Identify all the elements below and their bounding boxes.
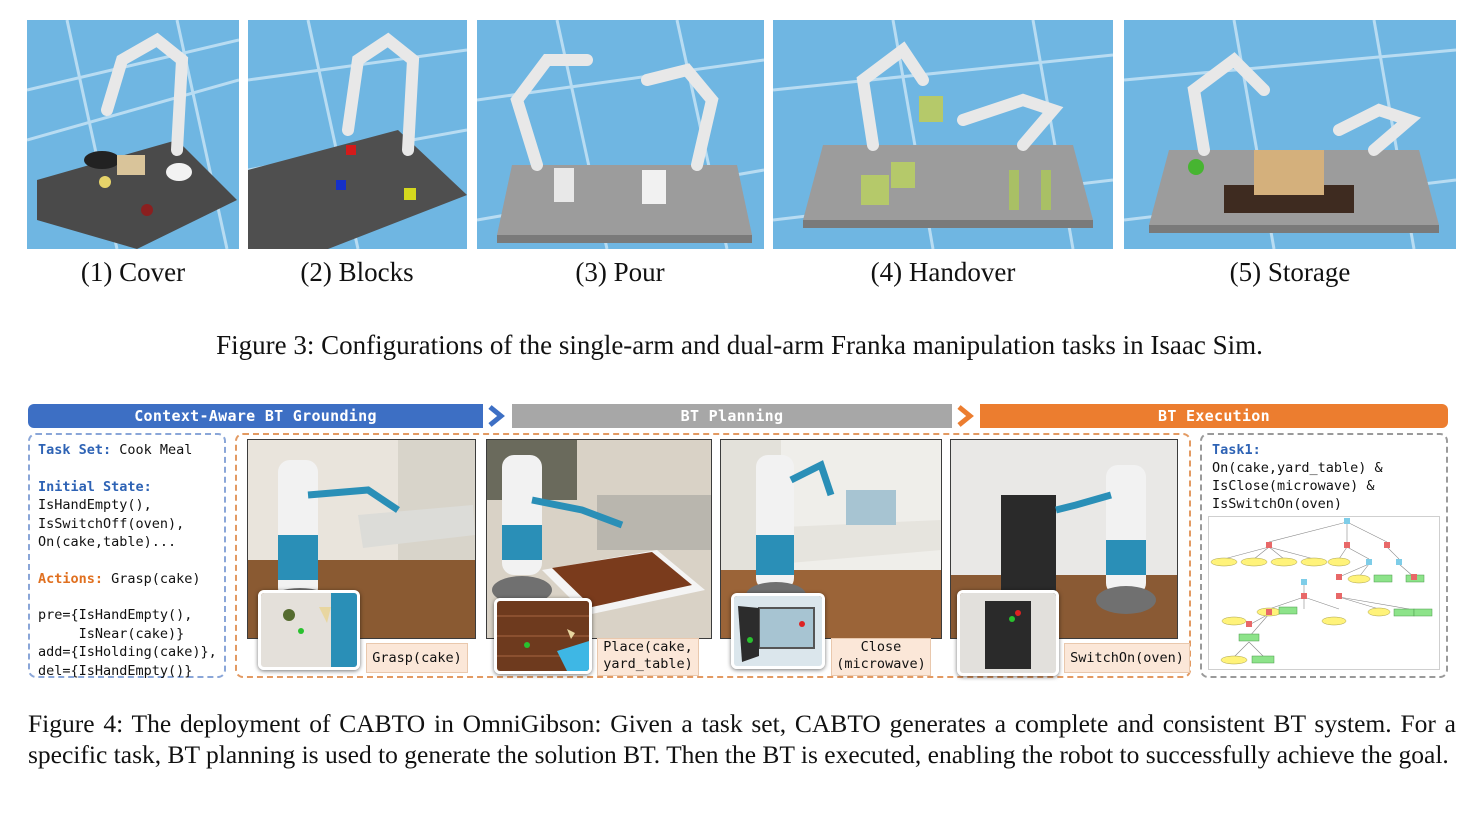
initial-state-line: IsHandEmpty(),: [38, 497, 152, 513]
actions-line: Actions: Grasp(cake): [38, 570, 224, 589]
action-label-close: Close (microwave): [831, 638, 931, 676]
place-inset: [494, 598, 592, 674]
subcaption-cover: (1) Cover: [80, 257, 186, 287]
grasp-inset: [258, 590, 360, 670]
execution-scenes-box: [235, 433, 1191, 678]
effect-line: add={IsHolding(cake)},: [38, 644, 217, 660]
chevron-right-icon: [488, 405, 505, 427]
effect-line: del={IsHandEmpty()}: [38, 662, 193, 679]
blocks-task-image: [248, 20, 467, 249]
task1-label: Task1:: [1212, 442, 1261, 458]
action-label-switchon: SwitchOn(oven): [1064, 643, 1190, 673]
action-label-place: Place(cake, yard_table): [597, 638, 699, 676]
task-set-line: Task Set: Cook Meal: [38, 441, 224, 460]
goal-line: IsClose(microwave) &: [1212, 478, 1375, 494]
actions-label: Actions:: [38, 570, 104, 587]
subcaption-blocks: (2) Blocks: [300, 257, 414, 287]
execution-banner: BT Execution: [980, 404, 1448, 428]
initial-state-label: Initial State:: [38, 478, 152, 495]
effect-line: IsNear(cake)}: [38, 625, 185, 642]
goal-line: IsSwitchOn(oven): [1212, 496, 1343, 512]
grounding-banner: Context-Aware BT Grounding: [28, 404, 483, 428]
initial-state-line: IsSwitchOff(oven),: [38, 515, 185, 532]
task-set-label: Task Set:: [38, 442, 112, 458]
storage-task-image: [1124, 20, 1456, 249]
handover-task-image: [773, 20, 1113, 249]
scene-place-cake: [486, 439, 712, 639]
bt-execution-box: Task1: On(cake,yard_table) & IsClose(mic…: [1200, 433, 1448, 678]
goal-line: On(cake,yard_table) &: [1212, 460, 1383, 476]
effect-line: pre={IsHandEmpty(),: [38, 607, 193, 623]
task-set-value: Cook Meal: [111, 442, 193, 458]
action-label-grasp: Grasp(cake): [366, 643, 468, 673]
subcaption-pour: (3) Pour: [575, 257, 665, 287]
figure3-caption: Figure 3: Configurations of the single-a…: [216, 330, 1263, 360]
chevron-right-icon: [957, 405, 974, 427]
actions-value: Grasp(cake): [103, 570, 201, 587]
behavior-tree-diagram: [1208, 516, 1440, 670]
cover-task-image: [27, 20, 239, 249]
pour-task-image: [477, 20, 764, 249]
subcaption-handover: (4) Handover: [870, 257, 1016, 287]
oven-inset: [957, 590, 1059, 676]
planning-banner: BT Planning: [512, 404, 952, 428]
figure4-caption: Figure 4: The deployment of CABTO in Omn…: [28, 709, 1456, 769]
microwave-inset: [731, 593, 825, 669]
initial-state-line: On(cake,table)...: [38, 534, 177, 550]
subcaption-storage: (5) Storage: [1229, 257, 1351, 287]
grounding-box: Task Set: Cook Meal Initial State: IsHan…: [28, 433, 226, 679]
